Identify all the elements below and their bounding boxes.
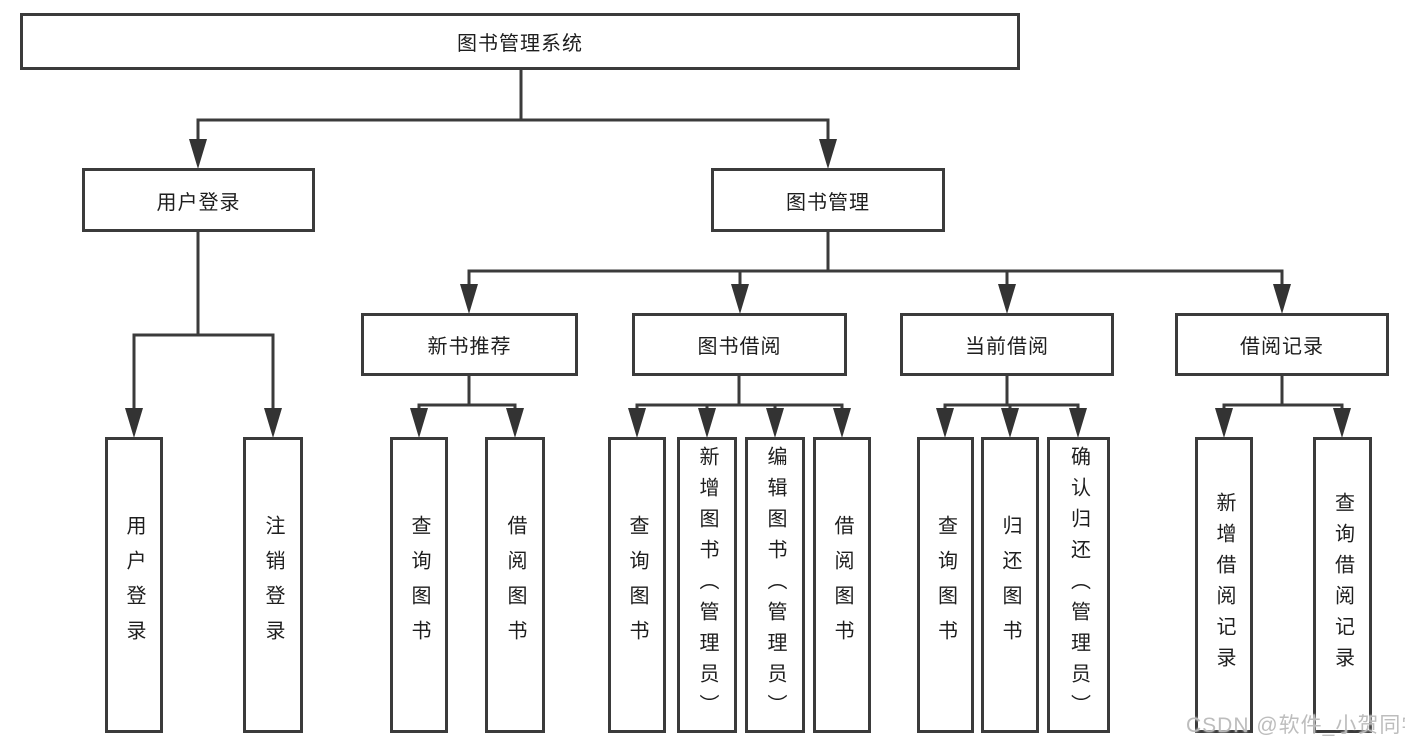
node-book-borrowing: 图书借阅 <box>632 313 847 376</box>
node-label: 当前借阅 <box>965 336 1049 358</box>
node-label: 图书管理 <box>786 191 870 214</box>
node-label: 借阅记录 <box>1240 336 1324 358</box>
node-label: 编辑图书（管理员） <box>764 445 786 725</box>
node-label: 查询借阅记录 <box>1331 492 1354 678</box>
node-new-book-recommendation: 新书推荐 <box>361 313 578 376</box>
node-label: 用户登录 <box>123 515 145 655</box>
node-user-login: 用户登录 <box>82 168 315 232</box>
node-label: 查询图书 <box>408 515 430 655</box>
node-label: 新增图书（管理员） <box>696 445 718 725</box>
node-label: 借阅图书 <box>831 515 853 655</box>
node-label: 图书借阅 <box>697 336 782 358</box>
leaf-add-borrow-record: 新增借阅记录 <box>1195 437 1253 733</box>
leaf-user-login: 用户登录 <box>105 437 163 733</box>
node-borrowing-records: 借阅记录 <box>1175 313 1389 376</box>
leaf-borrow-books-recommend: 借阅图书 <box>485 437 545 733</box>
connector-arrowheads <box>125 139 1351 438</box>
node-label: 图书管理系统 <box>457 33 583 55</box>
leaf-borrow-books: 借阅图书 <box>813 437 871 733</box>
node-label: 新增借阅记录 <box>1213 492 1235 678</box>
leaf-logout: 注销登录 <box>243 437 303 733</box>
node-label: 查询图书 <box>626 515 648 655</box>
leaf-add-books-admin: 新增图书（管理员） <box>677 437 737 733</box>
leaf-query-books-borrowing: 查询图书 <box>608 437 666 733</box>
connector-lines <box>132 70 1344 410</box>
node-label: 借阅图书 <box>504 515 526 655</box>
node-library-system: 图书管理系统 <box>20 13 1020 70</box>
node-label: 用户登录 <box>156 191 241 214</box>
node-label: 注销登录 <box>262 515 284 655</box>
node-label: 归还图书 <box>999 515 1021 655</box>
node-book-management: 图书管理 <box>711 168 945 232</box>
node-current-borrowing: 当前借阅 <box>900 313 1114 376</box>
node-label: 确认归还（管理员） <box>1067 445 1090 725</box>
node-label: 新书推荐 <box>427 336 512 358</box>
leaf-confirm-return-admin: 确认归还（管理员） <box>1047 437 1110 733</box>
leaf-query-books-recommend: 查询图书 <box>390 437 448 733</box>
csdn-watermark: CSDN @软件_小贺同学 <box>1186 714 1405 737</box>
leaf-return-books: 归还图书 <box>981 437 1039 733</box>
leaf-query-borrow-record: 查询借阅记录 <box>1313 437 1372 733</box>
node-label: 查询图书 <box>934 515 957 655</box>
leaf-edit-books-admin: 编辑图书（管理员） <box>745 437 805 733</box>
leaf-query-books-current: 查询图书 <box>917 437 974 733</box>
